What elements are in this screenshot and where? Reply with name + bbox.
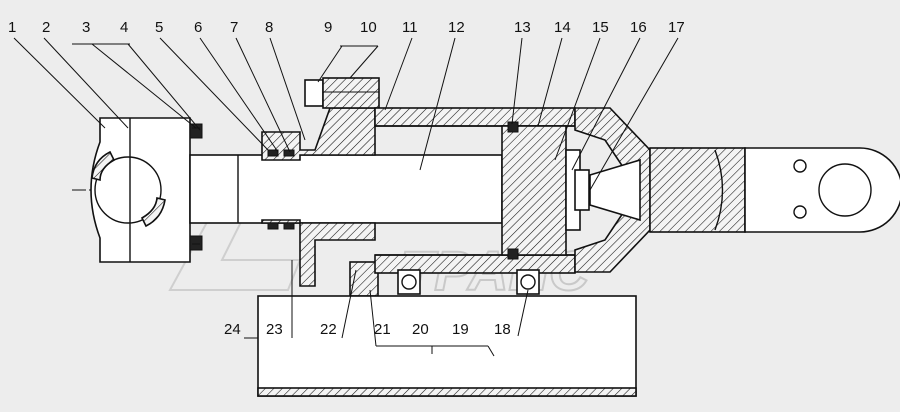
callout-18: 18 <box>494 321 511 338</box>
callout-4: 4 <box>120 19 128 36</box>
callout-19: 19 <box>452 321 469 338</box>
callout-16: 16 <box>630 19 647 36</box>
callout-8: 8 <box>265 19 273 36</box>
callout-13: 13 <box>514 19 531 36</box>
callout-23: 23 <box>266 321 283 338</box>
rear-eye <box>649 147 900 233</box>
callout-12: 12 <box>448 19 465 36</box>
callout-7: 7 <box>230 19 238 36</box>
callout-6: 6 <box>194 19 202 36</box>
top-callouts: 1 2 3 4 5 6 7 8 9 10 11 12 13 14 15 16 1… <box>8 19 685 36</box>
bottom-callouts: 24 23 22 21 20 19 18 <box>224 321 511 338</box>
callout-24: 24 <box>224 321 241 338</box>
left-clevis <box>90 117 203 263</box>
piston-rod <box>189 154 503 224</box>
callout-9: 9 <box>324 19 332 36</box>
callout-2: 2 <box>42 19 50 36</box>
callout-17: 17 <box>668 19 685 36</box>
end-cap <box>574 107 651 273</box>
callout-15: 15 <box>592 19 609 36</box>
callout-21: 21 <box>374 321 391 338</box>
callout-14: 14 <box>554 19 571 36</box>
callout-10: 10 <box>360 19 377 36</box>
callout-20: 20 <box>412 321 429 338</box>
gland-assembly <box>261 107 379 297</box>
callout-3: 3 <box>82 19 90 36</box>
tie-bolt <box>304 77 380 109</box>
callout-22: 22 <box>320 321 337 338</box>
leader-lines <box>13 37 679 191</box>
leader-lines-bottom <box>244 260 529 357</box>
callout-11: 11 <box>402 19 418 36</box>
callout-1: 1 <box>8 19 16 36</box>
piston <box>501 121 581 260</box>
callout-5: 5 <box>155 19 163 36</box>
